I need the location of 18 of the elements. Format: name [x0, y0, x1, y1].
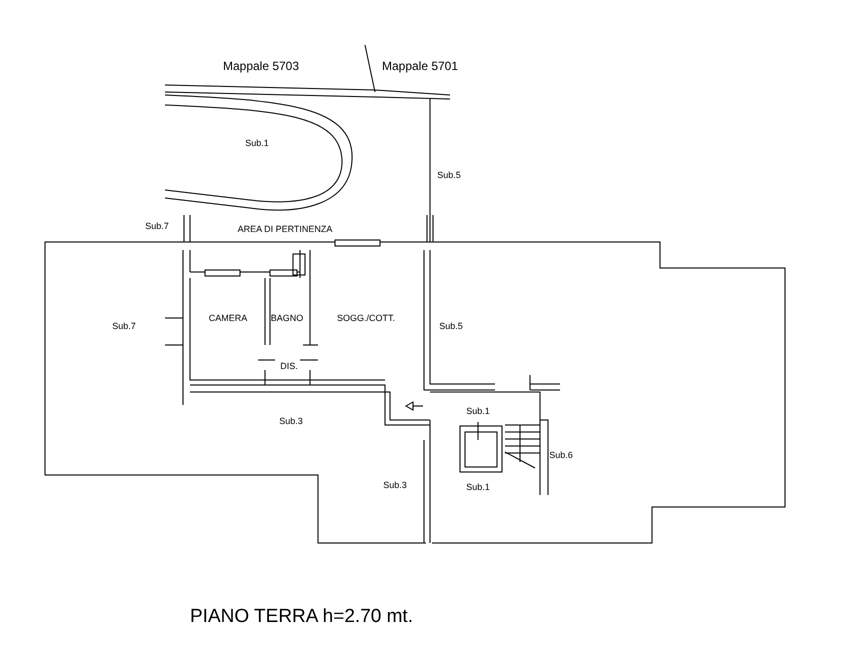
unit-label: Sub.1: [466, 482, 490, 492]
unit-label: Sub.5: [439, 321, 463, 331]
unit-label: Sub.6: [549, 450, 573, 460]
area-label: AREA DI PERTINENZA: [238, 224, 332, 234]
parcel-label: Mappale 5701: [382, 59, 458, 73]
unit-label: Sub.7: [112, 321, 136, 331]
room-label: CAMERA: [208, 313, 248, 323]
parcel-label: Mappale 5703: [222, 59, 300, 73]
unit-label: Sub.1: [245, 138, 269, 148]
room-label: BAGNO: [270, 313, 304, 323]
unit-label: Sub.3: [383, 480, 407, 490]
room-label: DIS.: [280, 361, 298, 371]
unit-label: Sub.5: [437, 170, 461, 180]
unit-label: Sub.7: [145, 221, 169, 231]
unit-label: Sub.3: [279, 416, 303, 426]
room-label: SOGG./COTT.: [337, 313, 395, 323]
unit-label: Sub.1: [466, 406, 490, 416]
caption: PIANO TERRA h=2.70 mt.: [190, 606, 413, 628]
